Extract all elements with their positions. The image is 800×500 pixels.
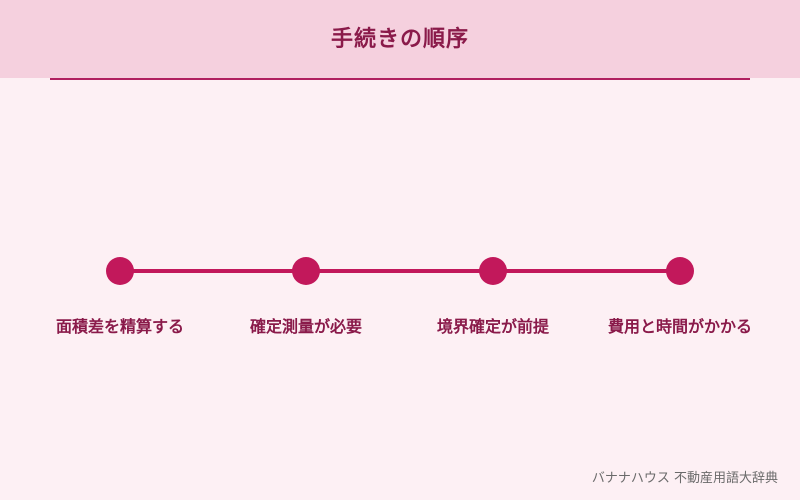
step-2-label: 確定測量が必要 bbox=[249, 317, 362, 336]
step-2-dot bbox=[292, 257, 320, 285]
step-1-label: 面積差を精算する bbox=[55, 317, 184, 336]
step-4-label: 費用と時間がかかる bbox=[607, 317, 752, 336]
step-3-label: 境界確定が前提 bbox=[436, 317, 549, 336]
page-title: 手続きの順序 bbox=[330, 27, 469, 52]
header-band: 手続きの順序 bbox=[0, 0, 800, 78]
step-1-dot bbox=[106, 257, 134, 285]
step-4-dot bbox=[666, 257, 694, 285]
timeline-line bbox=[120, 269, 680, 273]
header-divider bbox=[50, 78, 750, 80]
footer-credit: バナナハウス 不動産用語大辞典 bbox=[591, 471, 778, 486]
step-3-dot bbox=[479, 257, 507, 285]
